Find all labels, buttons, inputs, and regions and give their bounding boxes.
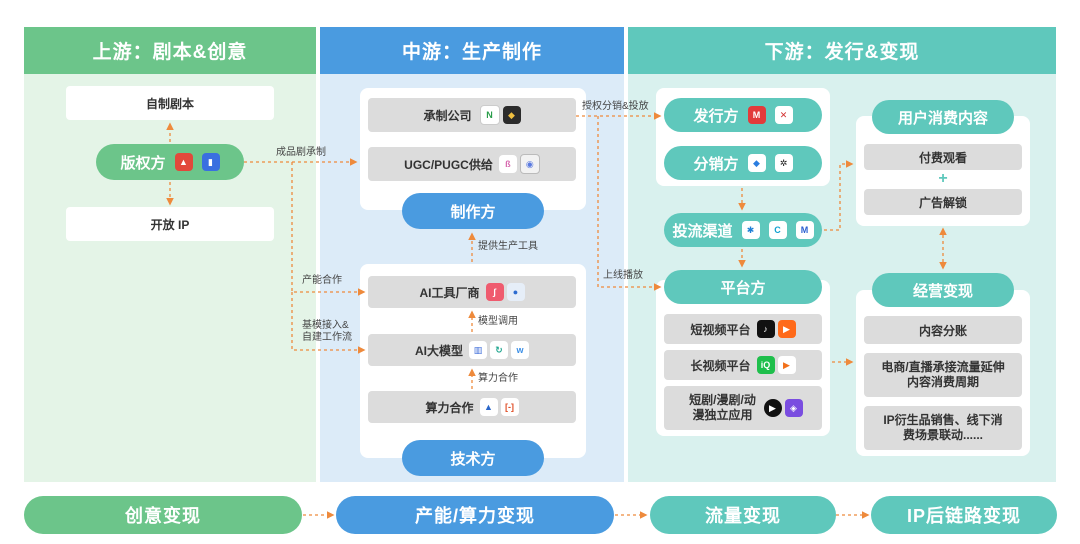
wave-model-icon: w (511, 341, 529, 359)
bottom-creative-monetization: 创意变现 (24, 496, 302, 534)
dots-app-icon: ● (506, 283, 525, 301)
label-base-model: 基模接入&自建工作流 (302, 320, 352, 343)
cyan-logo-icon: C (768, 221, 787, 239)
platform-pill: 平台方 (664, 270, 822, 304)
coral-app-icon: ∫ (485, 283, 504, 301)
publisher-mark-icon: ✕ (774, 106, 793, 124)
contract-producer-row: 承制公司 N ◆ (368, 98, 576, 132)
douyin-icon: ♪ (756, 320, 775, 338)
self-made-script-box: 自制剧本 (66, 86, 274, 120)
open-ip-box: 开放 IP (66, 207, 274, 241)
drop-logo-icon: ◆ (747, 154, 766, 172)
content-revenue-share-row: 内容分账 (864, 316, 1022, 344)
standalone-app-label: 短剧/漫剧/动漫独立应用 (689, 393, 756, 422)
ai-tool-vendor-row: AI工具厂商 ∫ ● (368, 276, 576, 308)
upstream-header: 上游：剧本&创意 (24, 27, 316, 74)
anime-app-icon: ◈ (784, 399, 803, 417)
publisher-red-logo-icon: M (747, 106, 766, 124)
bracket-logo-icon: [-] (500, 398, 519, 416)
bottom-ip-monetization: IP后链路变现 (871, 496, 1057, 534)
producer-pill: 制作方 (402, 193, 544, 229)
ai-large-model-label: AI大模型 (414, 343, 463, 358)
bottom-traffic-monetization: 流量变现 (650, 496, 836, 534)
bottom-capacity-monetization: 产能/算力变现 (336, 496, 614, 534)
green-logo-icon: N (479, 105, 500, 125)
downstream-header: 下游：发行&变现 (628, 27, 1056, 74)
distributor-label: 分销方 (693, 155, 739, 173)
short-video-platform-label: 短视频平台 (690, 322, 751, 337)
ai-tool-vendor-label: AI工具厂商 (419, 285, 480, 300)
kuaishou-icon: ▶ (777, 320, 796, 338)
star-logo-icon: ✲ (774, 154, 793, 172)
long-video-platform-row: 长视频平台 iQ ▶ (664, 350, 822, 380)
ad-unlock-row: 广告解锁 (864, 189, 1022, 215)
ugc-pugc-label: UGC/PUGC供给 (404, 157, 493, 172)
iqiyi-icon: iQ (756, 356, 775, 374)
label-compute-coop: 算力合作 (478, 373, 518, 384)
label-license-distribution: 授权分销&投放 (582, 101, 649, 112)
tencent-video-icon: ▶ (777, 356, 796, 374)
tv-logo-icon: ◉ (519, 154, 540, 174)
blue-m-logo-icon: M (795, 221, 814, 239)
swirl-model-icon: ↻ (490, 341, 508, 359)
ip-merch-label: IP衍生品销售、线下消费场景联动...... (883, 413, 1003, 442)
traffic-channel-label: 投流渠道 (672, 222, 733, 240)
ocean-logo-icon: ✱ (741, 221, 760, 239)
ai-large-model-row: AI大模型 ▥ ↻ w (368, 334, 576, 366)
ecommerce-live-row: 电商/直播承接流量延伸内容消费周期 (864, 353, 1022, 397)
tech-provider-pill: 技术方 (402, 440, 544, 476)
label-provide-tools: 提供生产工具 (478, 241, 538, 252)
paid-viewing-row: 付费观看 (864, 144, 1022, 170)
operating-monetization-pill: 经营变现 (872, 273, 1014, 307)
plus-sign: + (938, 170, 948, 187)
traffic-channel-pill: 投流渠道 ✱ C M (664, 213, 822, 247)
long-video-platform-label: 长视频平台 (690, 358, 751, 373)
label-finished-drama: 成品剧承制 (276, 147, 326, 158)
distributor-pill: 分销方 ◆ ✲ (664, 146, 822, 180)
compute-partner-row: 算力合作 ▲ [-] (368, 391, 576, 423)
dark-logo-icon: ◆ (502, 106, 521, 124)
publisher-pill: 发行方 M ✕ (664, 98, 822, 132)
publisher-label: 发行方 (693, 107, 739, 125)
ecommerce-live-label: 电商/直播承接流量延伸内容消费周期 (881, 360, 1005, 389)
midstream-header: 中游：生产制作 (320, 27, 624, 74)
user-consumption-pill: 用户消费内容 (872, 100, 1014, 134)
mountain-logo-icon: ▲ (479, 398, 498, 416)
blue-app-icon: ▮ (201, 153, 220, 171)
standalone-app-row: 短剧/漫剧/动漫独立应用 ▶ ◈ (664, 386, 822, 430)
label-go-live: 上线播放 (603, 270, 643, 281)
label-model-call: 模型调用 (478, 316, 518, 327)
copyright-holder-label: 版权方 (120, 154, 166, 172)
label-capacity-coop: 产能合作 (302, 275, 342, 286)
bars-model-icon: ▥ (469, 341, 487, 359)
compute-partner-label: 算力合作 (425, 400, 474, 415)
play-app-icon: ▶ (763, 399, 782, 417)
short-video-platform-row: 短视频平台 ♪ ▶ (664, 314, 822, 344)
contract-producer-label: 承制公司 (423, 108, 472, 123)
pink-logo-icon: ß (498, 155, 517, 173)
copyright-holder-pill: 版权方 ▲ ▮ (96, 144, 244, 180)
ugc-pugc-row: UGC/PUGC供给 ß ◉ (368, 147, 576, 181)
red-app-icon: ▲ (174, 153, 193, 171)
ip-merch-row: IP衍生品销售、线下消费场景联动...... (864, 406, 1022, 450)
